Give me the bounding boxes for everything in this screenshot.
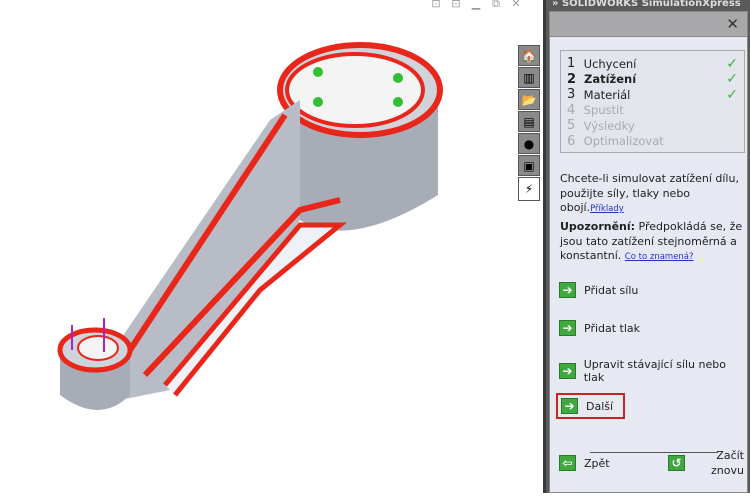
simulationxpress-tab[interactable]: ⚡ (518, 177, 540, 201)
restart-button[interactable]: Začít znovu (711, 449, 744, 477)
tile-icon[interactable]: ⊡ (451, 0, 461, 10)
step-item[interactable]: 2 Zatížení✓ (567, 71, 738, 88)
appearance-icon: ● (523, 136, 535, 151)
chart-icon: ▥ (523, 70, 535, 85)
home-icon: 🏠 (521, 48, 537, 63)
folder-icon: 📂 (521, 92, 537, 107)
appearances-tab[interactable]: ● (518, 133, 540, 154)
warning-text: Upozornění: Předpokládá se, že jsou tato… (560, 220, 743, 262)
simulation-icon: ⚡ (524, 182, 534, 196)
custom-properties-tab[interactable]: ▣ (518, 155, 540, 176)
divider (590, 452, 718, 453)
steps-list: 1 Uchycení✓ 2 Zatížení✓ 3 Materiál✓ 4 Sp… (560, 50, 745, 153)
next-button[interactable]: ➔Další (556, 393, 626, 419)
add-force-button[interactable]: ➔Přidat sílu (559, 282, 638, 298)
restart-icon: ↺ (668, 455, 685, 471)
arrow-right-icon: ➔ (559, 282, 576, 298)
restore-button[interactable]: ⧉ (492, 0, 500, 10)
close-window-button[interactable]: ✕ (511, 0, 521, 10)
graphics-viewport[interactable]: ⊡ ⊡ ▁ ⧉ ✕ (0, 0, 543, 493)
check-icon: ✓ (726, 71, 738, 88)
what-does-it-mean-link[interactable]: Co to znamená? (624, 252, 694, 262)
check-icon: ✓ (726, 86, 738, 103)
add-pressure-button[interactable]: ➔Přidat tlak (559, 320, 640, 336)
step-item[interactable]: 3 Materiál✓ (567, 86, 738, 103)
check-icon: ✓ (726, 55, 738, 72)
file-explorer-tab[interactable]: 📂 (518, 89, 540, 110)
step-item[interactable]: 1 Uchycení✓ (567, 55, 738, 72)
arrow-right-icon: ➔ (561, 398, 578, 414)
arrow-right-icon: ➔ (559, 320, 576, 336)
intro-text: Chcete-li simulovat zatížení dílu, použi… (560, 172, 739, 214)
examples-link[interactable]: Příklady (590, 204, 624, 214)
home-tab[interactable]: 🏠 (518, 45, 540, 66)
task-pane-tabs: 🏠 ▥ 📂 ▤ ● ▣ ⚡ (518, 45, 541, 202)
tile-icon[interactable]: ⊡ (431, 0, 441, 10)
close-icon[interactable]: ✕ (726, 15, 739, 33)
window-controls: ⊡ ⊡ ▁ ⧉ ✕ (430, 0, 522, 10)
edit-load-button[interactable]: ➔Upravit stávající sílu nebo tlak (559, 358, 747, 384)
package-icon: ▣ (523, 158, 535, 173)
arrow-left-icon: ⇦ (559, 455, 576, 471)
step-item: 5 Výsledky (567, 118, 635, 134)
simulationxpress-panel: » SOLIDWORKS SimulationXpress ✕ 1 Uchyce… (543, 0, 750, 493)
minimize-button[interactable]: ▁ (471, 0, 481, 10)
restart-icon-button[interactable]: ↺ (668, 455, 685, 471)
panel-title: » SOLIDWORKS SimulationXpress (552, 0, 741, 9)
view-palette-tab[interactable]: ▤ (518, 111, 540, 132)
arrow-right-icon: ➔ (559, 363, 576, 379)
resources-tab[interactable]: ▥ (518, 67, 540, 88)
step-item: 6 Optimalizovat (567, 133, 664, 149)
part-model[interactable] (0, 0, 543, 493)
back-button[interactable]: ⇦Zpět (559, 455, 610, 471)
properties-icon: ▤ (523, 114, 535, 129)
step-item: 4 Spustit (567, 102, 624, 118)
